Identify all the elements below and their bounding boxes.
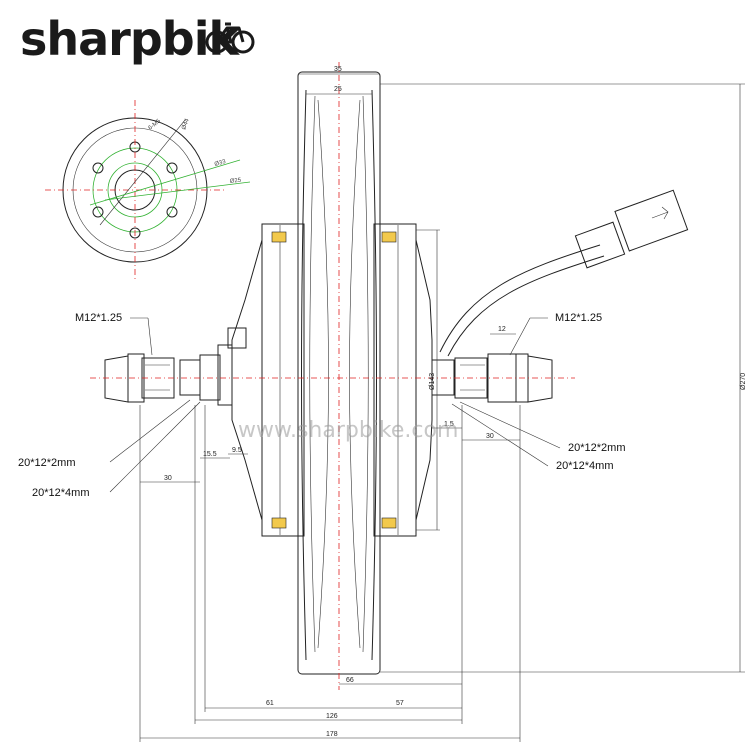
bicycle-icon: [205, 22, 255, 54]
dim-30-right: 30: [486, 433, 494, 440]
callout-washer-left-2mm: 20*12*2mm: [18, 457, 75, 469]
dim-25: 25: [334, 86, 342, 93]
bolt-spec-label: 6-M5: [148, 118, 163, 132]
dim-9-5: 9.5: [232, 447, 242, 454]
dim-15-5: 15.5: [203, 451, 217, 458]
flange-detail: 6-M5 Ø44 Ø33 Ø25: [45, 100, 251, 280]
logo-text: sharpbik: [20, 12, 240, 66]
dim-178: 178: [326, 731, 338, 738]
dim-126: 126: [326, 713, 338, 720]
dim-30-left: 30: [164, 475, 172, 482]
callout-washer-right-4mm: 20*12*4mm: [556, 460, 613, 472]
watermark: www.sharpbike.com: [238, 418, 458, 443]
callout-washer-left-4mm: 20*12*4mm: [32, 487, 89, 499]
dia-44-label: Ø44: [181, 117, 191, 130]
callout-thread-right: M12*1.25: [555, 312, 602, 324]
dim-57: 57: [396, 700, 404, 707]
dim-143: Ø143: [429, 373, 436, 390]
callouts: M12*1.25 M12*1.25 20*12*2mm 20*12*4mm 20…: [18, 312, 625, 499]
dim-12: 12: [498, 326, 506, 333]
dim-1-5: 1.5: [444, 421, 454, 428]
dim-61: 61: [266, 700, 274, 707]
dimension-lines: 35 25 Ø270 Ø143 12 30 30 15.5 9.5 1.5 61…: [139, 66, 747, 742]
dia-33-label: Ø33: [214, 159, 227, 168]
dim-270: Ø270: [740, 373, 747, 390]
dim-66: 66: [346, 677, 354, 684]
dia-25-label: Ø25: [230, 178, 243, 185]
dim-35: 35: [334, 66, 342, 73]
motor-body: [90, 62, 689, 690]
callout-thread-left: M12*1.25: [75, 312, 122, 324]
brand-logo: sharpbik: [20, 12, 255, 66]
callout-washer-right-2mm: 20*12*2mm: [568, 442, 625, 454]
